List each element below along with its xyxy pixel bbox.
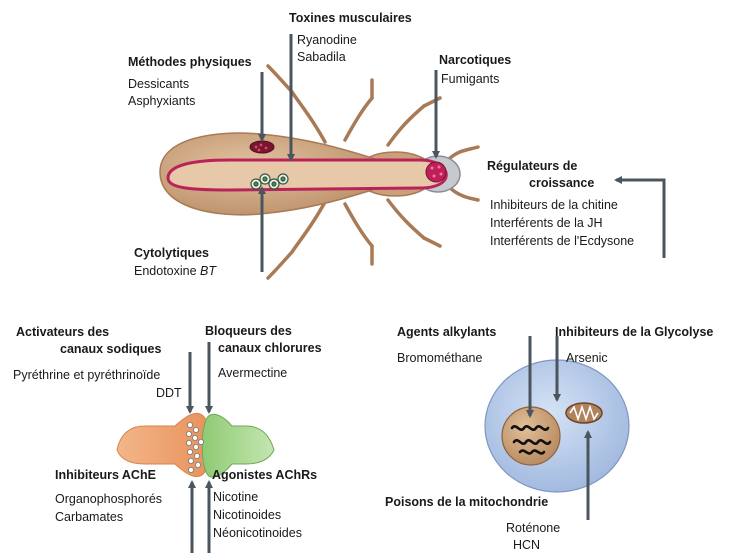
sodium-activators-title-2: canaux sodiques — [60, 342, 161, 357]
cytolytics-title: Cytolytiques — [134, 246, 209, 261]
physical-methods-item-1: Dessicants — [128, 77, 189, 92]
narcotics-item-1: Fumigants — [441, 72, 499, 87]
sodium-activators-item-1: Pyréthrine et pyréthrinoïde — [13, 368, 160, 383]
spiracle — [250, 141, 274, 153]
muscle-toxins-item-1: Ryanodine — [297, 33, 357, 48]
ache-inhibitors-item-1: Organophosphorés — [55, 492, 162, 507]
ache-inhibitors-item-2: Carbamates — [55, 510, 123, 525]
achr-agonists-item-1: Nicotine — [213, 490, 258, 505]
alkylating-agents-item-1: Bromométhane — [397, 351, 482, 366]
chloride-blockers-title-2: canaux chlorures — [218, 341, 322, 356]
sodium-activators-title-1: Activateurs des — [16, 325, 109, 340]
achr-agonists-title: Agonistes AChRs — [212, 468, 317, 483]
growth-regulators-item-2: Interférents de la JH — [490, 216, 603, 231]
physical-methods-item-2: Asphyxiants — [128, 94, 195, 109]
glycolysis-inhibitors-title: Inhibiteurs de la Glycolyse — [555, 325, 713, 340]
growth-regulators-item-1: Inhibiteurs de la chitine — [490, 198, 618, 213]
growth-regulators-item-3: Interférents de l'Ecdysone — [490, 234, 634, 249]
mitochondria-poisons-title: Poisons de la mitochondrie — [385, 495, 548, 510]
mitochondria-poisons-item-1: Roténone — [506, 521, 560, 536]
cytolytics-item-prefix: Endotoxine — [134, 264, 200, 278]
narcotics-title: Narcotiques — [439, 53, 511, 68]
chloride-blockers-title-1: Bloqueurs des — [205, 324, 292, 339]
muscle-toxins-title: Toxines musculaires — [289, 11, 412, 26]
chloride-blockers-item-1: Avermectine — [218, 366, 287, 381]
mitochondria-poisons-item-2: HCN — [513, 538, 540, 553]
achr-agonists-item-3: Néonicotinoides — [213, 526, 302, 541]
growth-regulators-title-1: Régulateurs de — [487, 159, 577, 174]
alkylating-agents-title: Agents alkylants — [397, 325, 496, 340]
cytolytics-item: Endotoxine BT — [134, 264, 216, 279]
brain — [426, 162, 446, 182]
cytolytics-item-italic: BT — [200, 264, 216, 278]
sodium-activators-item-2: DDT — [156, 386, 182, 401]
achr-agonists-item-2: Nicotinoides — [213, 508, 281, 523]
physical-methods-title: Méthodes physiques — [128, 55, 252, 70]
insect-gut — [168, 160, 446, 190]
ache-inhibitors-title: Inhibiteurs AChE — [55, 468, 156, 483]
growth-regulators-title-2: croissance — [529, 176, 594, 191]
glycolysis-inhibitors-item-1: Arsenic — [566, 351, 608, 366]
mitochondrion — [566, 403, 602, 423]
muscle-toxins-item-2: Sabadila — [297, 50, 346, 65]
